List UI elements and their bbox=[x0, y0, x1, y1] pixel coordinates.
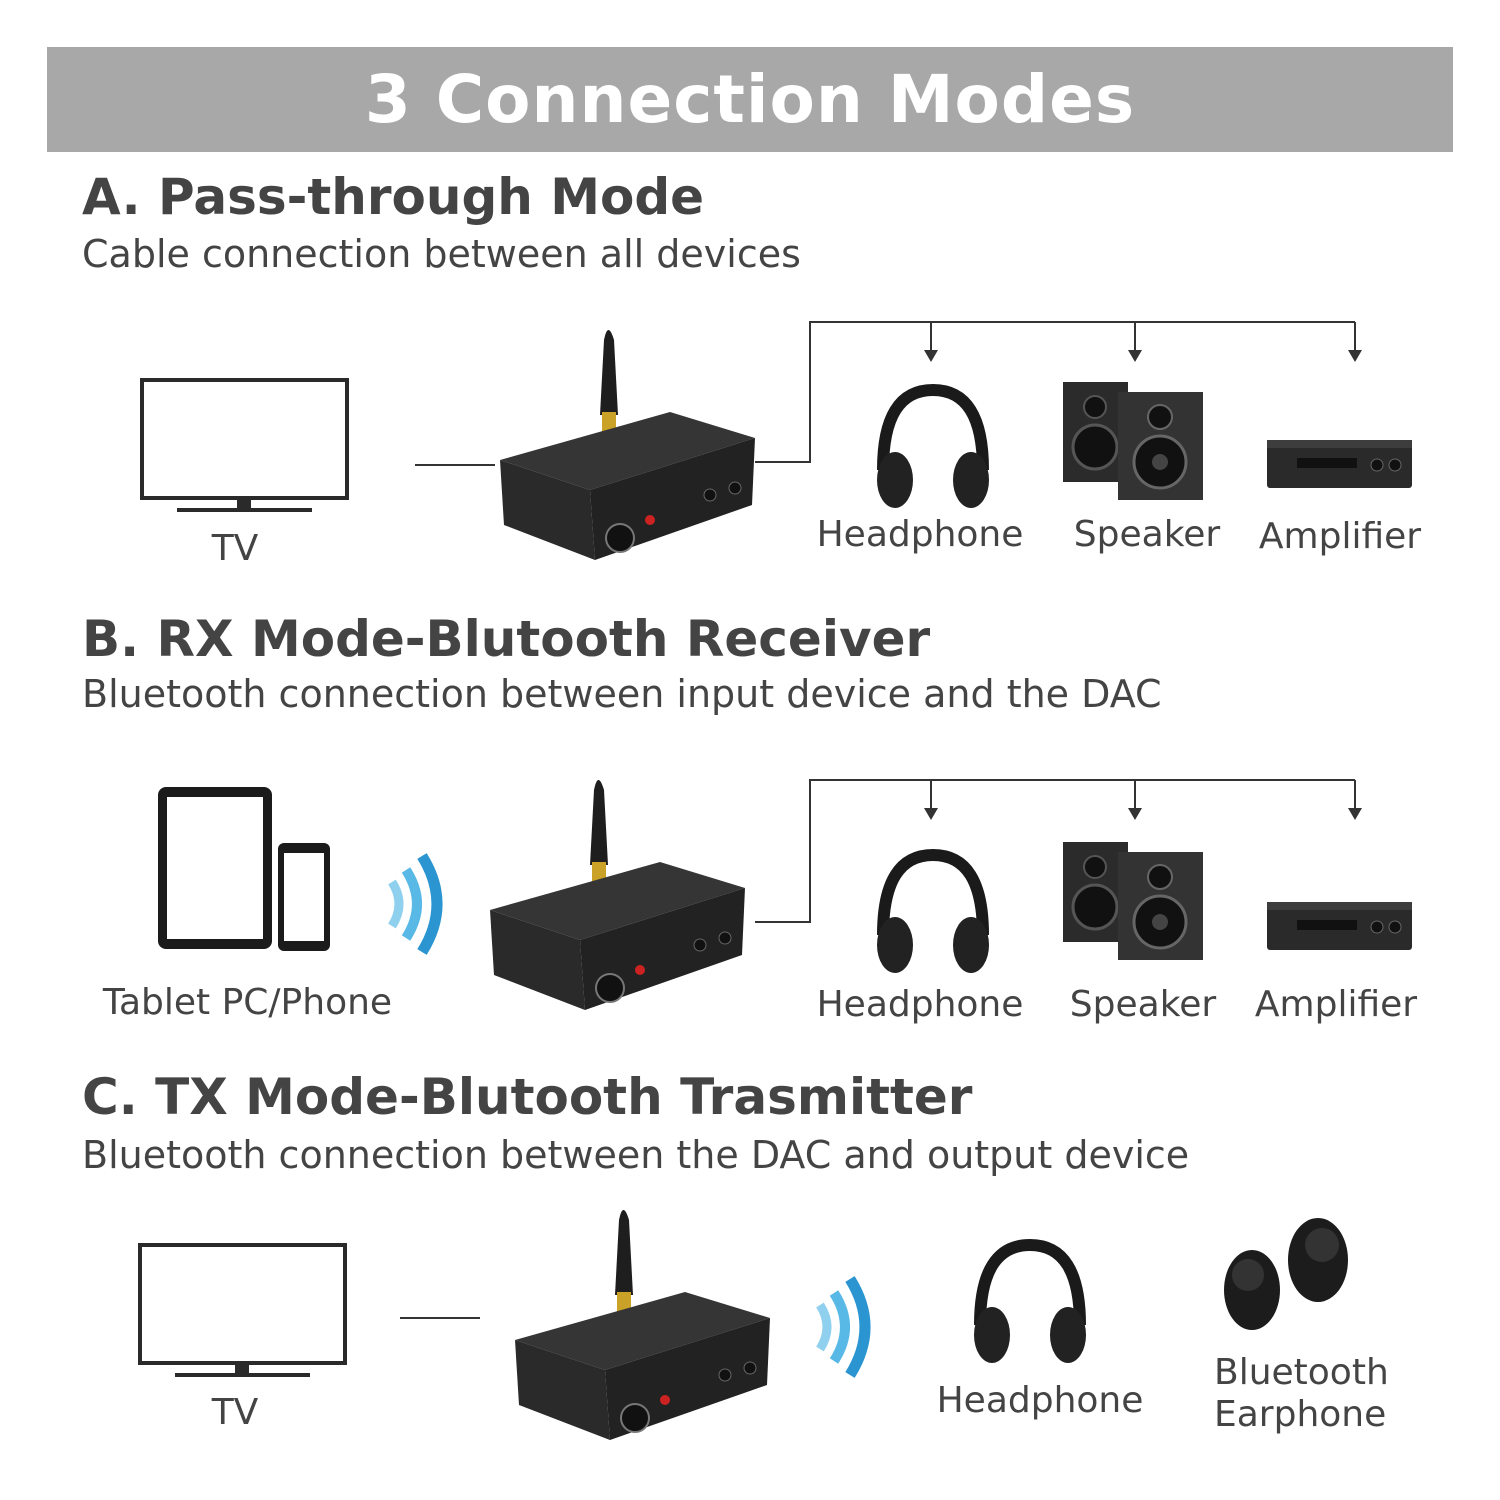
dac-device-icon bbox=[514, 1209, 771, 1441]
amplifier-icon bbox=[1266, 439, 1413, 489]
tablet-icon bbox=[158, 787, 272, 949]
amplifier-icon bbox=[1266, 901, 1413, 951]
section-c-title: C. TX Mode-Blutooth Trasmitter bbox=[82, 1068, 973, 1126]
section-b-output-speaker: Speaker bbox=[1069, 984, 1217, 1025]
section-c-input-label: TV bbox=[211, 1392, 259, 1433]
section-a-title: A. Pass-through Mode bbox=[82, 168, 705, 226]
section-c-subtitle: Bluetooth connection between the DAC and… bbox=[82, 1133, 1190, 1177]
section-a-output-speaker: Speaker bbox=[1073, 514, 1221, 555]
section-c-output-headphone: Headphone bbox=[936, 1380, 1144, 1421]
section-b-output-headphone: Headphone bbox=[816, 984, 1024, 1025]
headphone-icon bbox=[877, 390, 989, 508]
headphone-icon bbox=[974, 1245, 1086, 1363]
speaker-icon bbox=[1061, 380, 1205, 502]
section-a-output-headphone: Headphone bbox=[816, 514, 1024, 555]
section-a-output-amplifier: Amplifier bbox=[1258, 516, 1422, 557]
page-title: 3 Connection Modes bbox=[364, 61, 1136, 138]
title-banner: 3 Connection Modes bbox=[47, 47, 1453, 152]
bluetooth-signal-icon bbox=[820, 1279, 865, 1375]
phone-icon bbox=[278, 843, 330, 951]
tv-icon bbox=[140, 378, 349, 514]
headphone-icon bbox=[877, 855, 989, 973]
bluetooth-signal-icon bbox=[392, 856, 437, 952]
section-b-title: B. RX Mode-Blutooth Receiver bbox=[82, 610, 931, 668]
dac-device-icon bbox=[499, 329, 756, 561]
earphone-icon bbox=[1224, 1218, 1348, 1330]
section-b-input-label: Tablet PC/Phone bbox=[102, 982, 393, 1023]
section-a-input-label: TV bbox=[211, 528, 259, 569]
dac-device-icon bbox=[489, 779, 746, 1011]
section-b-subtitle: Bluetooth connection between input devic… bbox=[82, 672, 1162, 716]
speaker-icon bbox=[1061, 840, 1205, 962]
section-c-output-earphone: Bluetooth Earphone bbox=[1214, 1352, 1389, 1435]
section-b-output-amplifier: Amplifier bbox=[1254, 984, 1418, 1025]
tv-icon bbox=[138, 1243, 347, 1379]
section-a-subtitle: Cable connection between all devices bbox=[82, 232, 801, 276]
